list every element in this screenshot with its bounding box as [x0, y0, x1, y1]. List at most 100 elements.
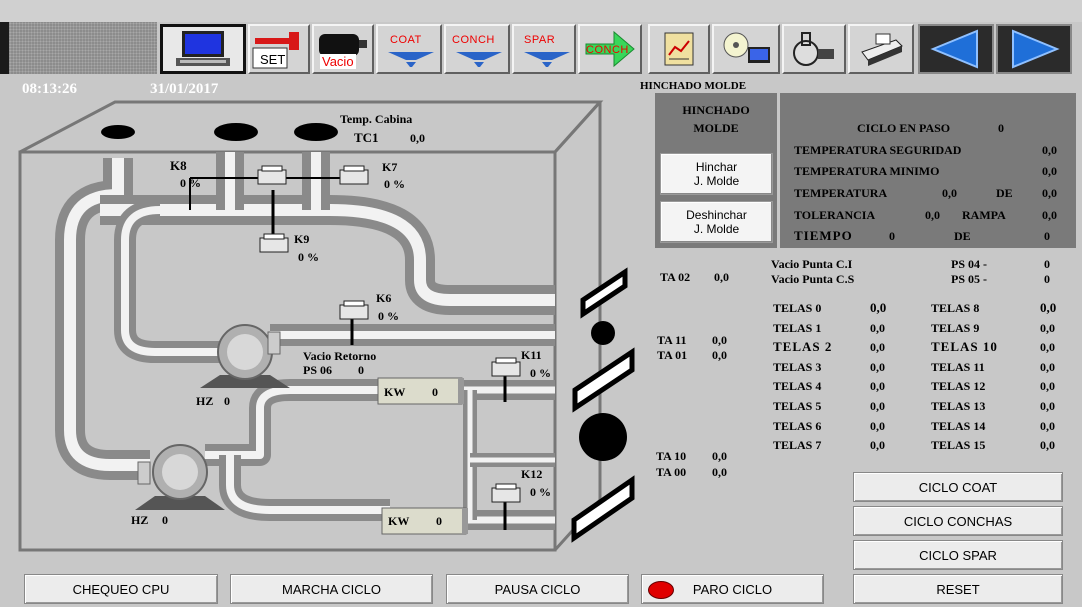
ciclo-coat-button[interactable]: CICLO COAT [853, 472, 1063, 502]
toolbar-edge [0, 22, 9, 74]
temp-seguridad-value: 0,0 [1042, 143, 1057, 157]
k7-value: 0 % [384, 177, 405, 191]
disk-button[interactable] [712, 24, 780, 74]
cabin-temp-label: Temp. Cabina [340, 112, 413, 126]
kw2-label: KW [388, 514, 410, 528]
temperatura-de-label: DE [996, 186, 1013, 200]
vacuum-pump-icon [319, 34, 367, 56]
reset-button[interactable]: RESET [853, 574, 1063, 604]
blower-icon [200, 324, 290, 388]
mold-icon [524, 52, 570, 67]
side-window-shape [571, 475, 635, 543]
k8-value: 0 % [180, 176, 201, 190]
k7-label: K7 [382, 160, 398, 174]
hinchar-line2: J. Molde [693, 174, 740, 188]
telas-value: 0,0 [870, 340, 885, 355]
lock-key-icon [793, 32, 834, 66]
deshinchar-button[interactable]: Deshinchar J. Molde [660, 201, 773, 243]
vacio-punta-ci-label: Vacio Punta C.I [771, 257, 853, 271]
tolerancia-value: 0,0 [925, 208, 940, 222]
telas-label: TELAS 12 [931, 379, 986, 394]
cabin-front-outline [18, 150, 557, 552]
ta10-label: TA 10 [656, 449, 687, 463]
side-window-shape [572, 347, 635, 413]
telas-label: TELAS 4 [773, 379, 822, 394]
rampa-label: RAMPA [962, 208, 1006, 222]
security-button[interactable] [782, 24, 846, 74]
k12-label: K12 [521, 467, 543, 481]
previous-screen-button[interactable] [918, 24, 994, 74]
kw1-label: KW [384, 385, 406, 399]
ta02-label: TA 02 [660, 270, 691, 284]
tolerancia-label: TOLERANCIA [794, 208, 876, 222]
blower-icon [135, 444, 225, 510]
telas-value: 0,0 [1040, 359, 1055, 374]
telas-label: TELAS 13 [931, 399, 986, 413]
tiempo-de-label: DE [954, 229, 971, 243]
valve-icon [339, 165, 369, 185]
setpoint-icon [252, 32, 299, 69]
hinchado-title-line1: HINCHADO [682, 103, 750, 117]
heater-kw-1 [377, 377, 463, 405]
temp-seguridad-label: TEMPERATURA SEGURIDAD [794, 143, 962, 157]
heater-kw-2 [381, 507, 467, 535]
next-screen-button[interactable] [996, 24, 1072, 74]
telas-label: TELAS 6 [773, 418, 822, 433]
coat-button[interactable]: COAT [376, 24, 442, 74]
ciclo-conchas-button[interactable]: CICLO CONCHAS [853, 506, 1063, 536]
vacio-punta-cs-label: Vacio Punta C.S [771, 272, 855, 286]
vacio-label: Vacio [320, 54, 356, 69]
temperatura-de-value: 0,0 [1042, 186, 1057, 200]
ta11-value: 0,0 [712, 333, 727, 347]
vacio-retorno-label: Vacio Retorno [303, 349, 377, 363]
coat-label: COAT [390, 34, 422, 46]
ciclo-spar-button[interactable]: CICLO SPAR [853, 540, 1063, 570]
printer-button[interactable] [848, 24, 914, 74]
clock-time: 08:13:26 [22, 81, 77, 97]
vacio-button[interactable]: Vacio [312, 24, 374, 74]
kw2-value: 0 [436, 514, 442, 528]
ps06-label: PS 06 [303, 363, 333, 377]
telas-value: 0,0 [1040, 418, 1055, 433]
chart-button[interactable] [648, 24, 710, 74]
hz2-value: 0 [162, 513, 168, 527]
conch-green-button[interactable]: CONCH [578, 24, 642, 74]
ps05-value: 0 [1044, 272, 1050, 286]
arrow-right-icon [1012, 29, 1060, 69]
hz1-value: 0 [224, 394, 230, 408]
telas-value: 0,0 [870, 379, 885, 394]
tiempo-value: 0 [889, 229, 895, 243]
telas-label: TELAS 2 [773, 339, 833, 355]
spar-button[interactable]: SPAR [512, 24, 576, 74]
conch-label: CONCH [452, 34, 495, 46]
pausa-ciclo-button[interactable]: PAUSA CICLO [446, 574, 629, 604]
mold-icon [388, 52, 434, 67]
telas-value: 0,0 [1040, 320, 1055, 335]
computer-button[interactable] [160, 24, 246, 74]
tc1-label: TC1 [354, 130, 379, 145]
side-window-shape [580, 267, 628, 319]
k9-label: K9 [294, 232, 310, 246]
paro-ciclo-button[interactable]: PARO CICLO [641, 574, 824, 604]
k12-value: 0 % [530, 485, 551, 499]
set-button[interactable]: SET [248, 24, 310, 74]
marcha-ciclo-button[interactable]: MARCHA CICLO [230, 574, 433, 604]
hinchar-button[interactable]: Hinchar J. Molde [660, 153, 773, 195]
hinchado-title-line2: MOLDE [693, 121, 739, 135]
hinchar-line1: Hinchar [695, 160, 738, 174]
toolbar-texture-panel [9, 22, 157, 74]
ta02-value: 0,0 [714, 270, 729, 284]
k6-value: 0 % [378, 309, 399, 323]
temperatura-value: 0,0 [942, 186, 957, 200]
telas-label: TELAS 5 [773, 399, 822, 413]
ta11-label: TA 11 [657, 333, 687, 347]
telas-label: TELAS 7 [773, 438, 822, 453]
set-label: SET [260, 52, 286, 67]
chequeo-cpu-button[interactable]: CHEQUEO CPU [24, 574, 218, 604]
telas-value: 0,0 [870, 359, 885, 374]
spar-label: SPAR [524, 34, 556, 46]
telas-value: 0,0 [1040, 300, 1057, 315]
valve-icon [257, 165, 287, 185]
hz1-label: HZ [196, 394, 214, 408]
conch-button[interactable]: CONCH [444, 24, 510, 74]
